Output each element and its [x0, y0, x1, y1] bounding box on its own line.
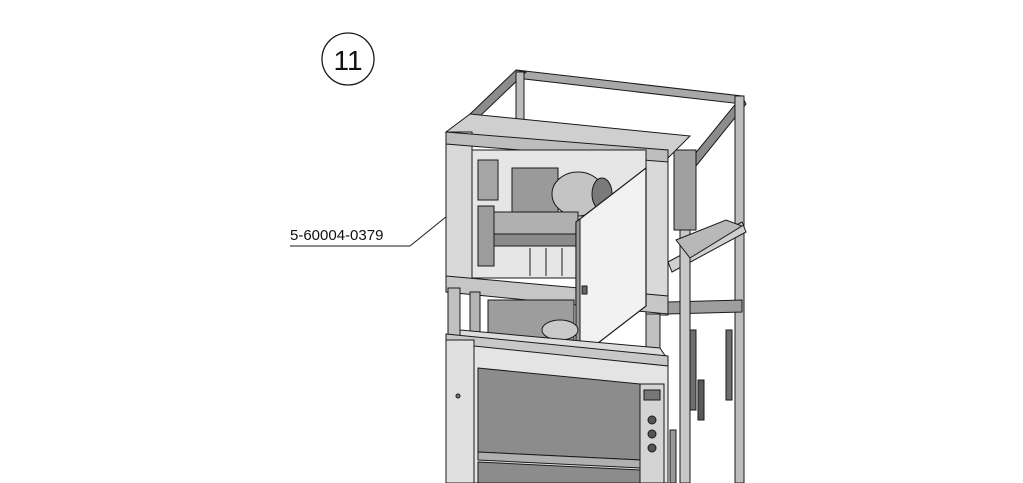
cabinet-right-post: [645, 149, 669, 316]
right-deck: [675, 219, 744, 259]
side-handle: [669, 429, 677, 483]
control-button-1: [647, 415, 657, 425]
lower-body-left-face: [445, 339, 475, 483]
rear-post: [734, 95, 745, 483]
mount-plate: [487, 211, 579, 235]
mid-wheel: [541, 319, 579, 341]
step-number: 11: [333, 45, 362, 76]
callout-leader-diagonal: [409, 211, 453, 247]
right-lower-rail: [667, 299, 743, 315]
right-cylinder-3: [697, 379, 705, 421]
mid-post-inner: [469, 291, 481, 337]
control-button-3: [647, 443, 657, 453]
right-mech-box: [673, 149, 697, 231]
interior-bracket-lower: [477, 205, 495, 267]
machine-illustration: [444, 69, 747, 483]
step-number-badge: 11: [321, 32, 375, 86]
control-display: [643, 389, 661, 401]
rear-top-rail: [515, 69, 743, 105]
cabinet-left-post: [445, 131, 473, 289]
right-cylinder-2: [725, 329, 733, 401]
control-button-2: [647, 429, 657, 439]
lower-window: [477, 367, 641, 461]
part-callout: 5-60004-0379: [290, 211, 453, 247]
mid-post-left: [447, 287, 461, 337]
linear-guide: [487, 233, 579, 247]
callout-part-number: 5-60004-0379: [290, 227, 383, 244]
door-edge: [575, 218, 581, 361]
lower-screw: [455, 393, 461, 399]
door-latch: [581, 285, 588, 295]
right-cylinder-1: [689, 329, 697, 411]
motor-housing: [511, 167, 559, 215]
interior-bracket-left: [477, 159, 499, 201]
lower-window-2: [477, 461, 641, 483]
